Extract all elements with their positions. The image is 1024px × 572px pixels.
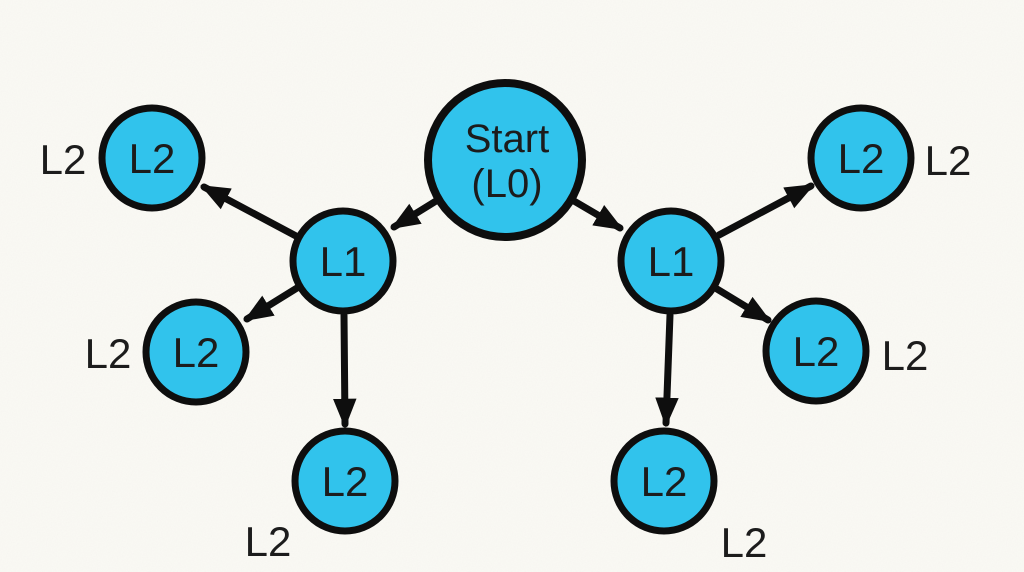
outer-label-l2-lower-left: L2 bbox=[85, 330, 132, 377]
node-l2-lower-left-circle bbox=[142, 298, 250, 406]
outer-label-l2-upper-right: L2 bbox=[925, 137, 972, 184]
node-start: Start (L0) bbox=[424, 79, 586, 241]
edge-l1-left-to-l2-bottom-left bbox=[333, 311, 357, 429]
edge-l1-right-to-l2-upper-right bbox=[715, 182, 815, 239]
node-start-label-line2: (L0) bbox=[471, 162, 542, 206]
node-l2-upper-right: L2 bbox=[807, 104, 915, 212]
node-l2-upper-right-circle bbox=[807, 104, 915, 212]
node-l2-lower-left: L2 bbox=[142, 298, 250, 406]
node-l2-lower-right-label: L2 bbox=[793, 328, 840, 375]
outer-labels: L2 L2 L2 L2 L2 L2 bbox=[40, 136, 972, 566]
node-l2-upper-left-label: L2 bbox=[129, 135, 176, 182]
outer-label-l2-bottom-right: L2 bbox=[721, 519, 768, 566]
node-l2-bottom-right-label: L2 bbox=[641, 458, 688, 505]
edge-l1-left-to-l2-lower-left bbox=[243, 284, 301, 323]
node-l1-left-label: L1 bbox=[320, 238, 367, 285]
outer-label-l2-bottom-left: L2 bbox=[245, 518, 292, 565]
node-l2-lower-right: L2 bbox=[762, 297, 870, 405]
node-l2-bottom-left: L2 bbox=[291, 427, 399, 535]
node-l1-left-circle bbox=[289, 207, 397, 315]
edges bbox=[200, 182, 815, 429]
node-l2-lower-left-label: L2 bbox=[173, 329, 220, 376]
edge-l1-right-to-l2-lower-right bbox=[713, 285, 772, 324]
edge-l1-right-to-l2-bottom-right bbox=[655, 311, 679, 428]
node-l2-upper-left: L2 bbox=[98, 104, 206, 212]
node-l2-upper-left-circle bbox=[98, 104, 206, 212]
node-l2-upper-right-label: L2 bbox=[838, 135, 885, 182]
node-l1-left: L1 bbox=[289, 207, 397, 315]
node-l2-bottom-right-circle bbox=[610, 427, 718, 535]
node-start-label-line1: Start bbox=[465, 117, 549, 161]
node-l1-right-label: L1 bbox=[648, 238, 695, 285]
edge-start-to-l1-left bbox=[390, 197, 440, 231]
node-l2-bottom-left-circle bbox=[291, 427, 399, 535]
node-l2-bottom-left-label: L2 bbox=[322, 458, 369, 505]
node-l1-right-circle bbox=[617, 207, 725, 315]
outer-label-l2-lower-right: L2 bbox=[882, 332, 929, 379]
node-start-circle bbox=[424, 79, 586, 241]
node-l1-right: L1 bbox=[617, 207, 725, 315]
outer-label-l2-upper-left: L2 bbox=[40, 136, 87, 183]
node-l2-lower-right-circle bbox=[762, 297, 870, 405]
edge-l1-left-to-l2-upper-left bbox=[200, 183, 300, 240]
edge-start-to-l1-right bbox=[570, 197, 624, 232]
node-l2-bottom-right: L2 bbox=[610, 427, 718, 535]
